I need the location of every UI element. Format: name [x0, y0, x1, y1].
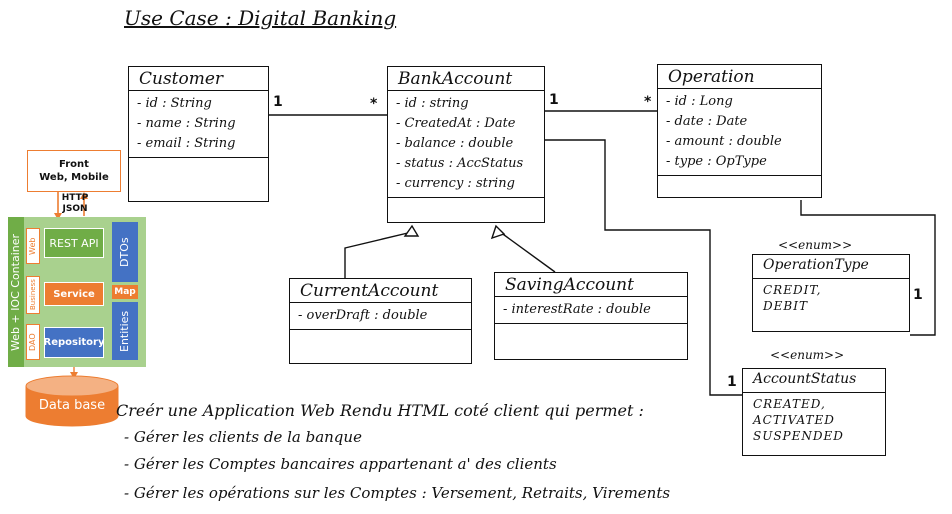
http-label: HTTP JSON	[61, 193, 89, 214]
savingaccount-inheritance-arrow	[490, 224, 506, 240]
enum-value: CREATED,	[753, 397, 826, 411]
notes-intro: Creér une Application Web Rendu HTML cot…	[116, 401, 644, 420]
repository-box: Repository	[44, 327, 105, 358]
class-operation: Operation - id : Long - date : Date - am…	[657, 64, 822, 198]
class-name: SavingAccount	[495, 273, 687, 297]
class-savingaccount: SavingAccount - interestRate : double	[494, 272, 688, 360]
enum-name: AccountStatus	[743, 369, 885, 393]
class-currentaccount: CurrentAccount - overDraft : double	[289, 278, 472, 364]
enum-accountstatus: AccountStatus CREATED, ACTIVATED SUSPEND…	[742, 368, 886, 456]
class-name: Operation	[658, 65, 821, 89]
enum-values: CREDIT, DEBIT	[753, 279, 909, 317]
bankaccount-status-association	[545, 139, 742, 396]
rest-api-box: REST API	[44, 228, 104, 258]
page-title: Use Case : Digital Banking	[124, 6, 397, 30]
attribute: - id : String	[137, 96, 212, 111]
class-attributes: - id : String - name : String - email : …	[129, 91, 268, 158]
front-box: Front Web, Mobile	[27, 150, 121, 192]
enum-value: ACTIVATED	[753, 413, 835, 427]
enum-values: CREATED, ACTIVATED SUSPENDED	[743, 393, 885, 447]
multiplicity-label: 1	[549, 92, 559, 108]
enum-name: OperationType	[753, 255, 909, 279]
multiplicity-label: 1	[273, 94, 283, 110]
enum-value: DEBIT	[763, 299, 808, 313]
attribute: - id : string	[396, 96, 469, 111]
service-box: Service	[44, 282, 104, 306]
class-customer: Customer - id : String - name : String -…	[128, 66, 269, 202]
attribute: - balance : double	[396, 136, 514, 151]
currentaccount-inheritance-line	[344, 231, 413, 278]
notes-item: - Gérer les opérations sur les Comptes :…	[124, 484, 671, 502]
attribute: - currency : string	[396, 176, 515, 191]
attribute: - status : AccStatus	[396, 156, 524, 171]
multiplicity-label: 1	[913, 287, 923, 303]
multiplicity-label: 1	[727, 374, 737, 390]
class-name: CurrentAccount	[290, 279, 471, 303]
attribute: - interestRate : double	[503, 302, 651, 317]
database-label: Data base	[38, 397, 106, 413]
enum-value: CREDIT,	[763, 283, 822, 297]
operation-optype-association	[800, 200, 936, 336]
class-name: Customer	[129, 67, 268, 91]
class-name: BankAccount	[388, 67, 544, 91]
notes-item: - Gérer les Comptes bancaires appartenan…	[124, 455, 557, 473]
class-attributes: - id : string - CreatedAt : Date - balan…	[388, 91, 544, 198]
attribute: - id : Long	[666, 94, 733, 109]
class-attributes: - interestRate : double	[495, 297, 687, 324]
enum-stereotype: <<enum>>	[770, 348, 845, 362]
attribute: - overDraft : double	[298, 308, 428, 323]
notes-item: - Gérer les clients de la banque	[124, 428, 362, 446]
attribute: - amount : double	[666, 134, 782, 149]
enum-operationtype: OperationType CREDIT, DEBIT	[752, 254, 910, 332]
enum-stereotype: <<enum>>	[778, 238, 853, 252]
map-box: Map	[112, 285, 138, 299]
attribute: - date : Date	[666, 114, 748, 129]
multiplicity-label: *	[370, 96, 378, 112]
class-attributes: - overDraft : double	[290, 303, 471, 330]
attribute: - name : String	[137, 116, 236, 131]
class-attributes: - id : Long - date : Date - amount : dou…	[658, 89, 821, 176]
enum-value: SUSPENDED	[753, 429, 844, 443]
savingaccount-inheritance-line	[499, 231, 556, 273]
class-bankaccount: BankAccount - id : string - CreatedAt : …	[387, 66, 545, 223]
currentaccount-inheritance-arrow	[403, 224, 420, 237]
multiplicity-label: *	[644, 94, 652, 110]
attribute: - email : String	[137, 136, 236, 151]
attribute: - CreatedAt : Date	[396, 116, 516, 131]
attribute: - type : OpType	[666, 154, 767, 169]
